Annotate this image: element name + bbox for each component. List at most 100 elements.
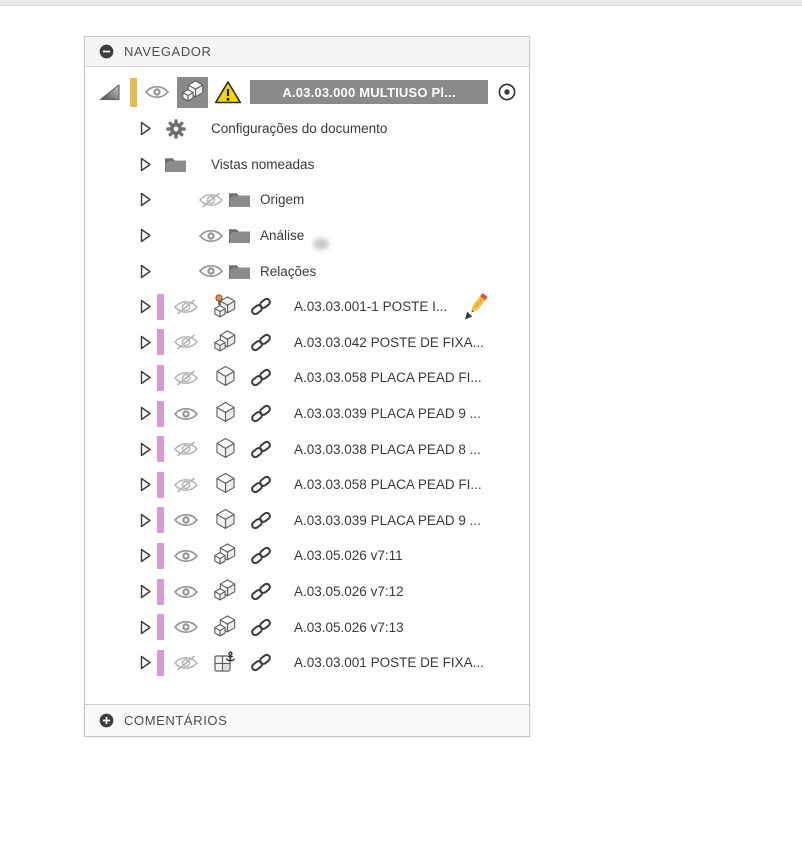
visibility-toggle-eye-icon[interactable] bbox=[173, 618, 199, 636]
component-color-bar bbox=[157, 507, 164, 534]
component-color-bar bbox=[157, 542, 164, 569]
visibility-toggle-eye-icon[interactable] bbox=[173, 654, 199, 672]
tree-item-label[interactable]: Configurações do documento bbox=[211, 121, 388, 137]
component-color-bar bbox=[157, 400, 164, 427]
expand-arrow-icon[interactable] bbox=[137, 476, 154, 493]
link-icon bbox=[249, 581, 273, 602]
tree-item-row[interactable]: A.03.03.039 PLACA PEAD 9 ... bbox=[85, 396, 529, 432]
expand-arrow-icon[interactable] bbox=[137, 619, 154, 636]
tree-item-row[interactable]: Análise bbox=[85, 218, 529, 254]
expand-arrow-icon[interactable] bbox=[137, 156, 154, 173]
tree-item-row[interactable]: A.03.03.038 PLACA PEAD 8 ... bbox=[85, 431, 529, 467]
tree-item-label[interactable]: A.03.03.039 PLACA PEAD 9 ... bbox=[294, 512, 481, 528]
visibility-toggle-eye-icon[interactable] bbox=[173, 405, 199, 423]
expand-arrow-icon[interactable] bbox=[137, 547, 154, 564]
tree-item-row[interactable]: Origem bbox=[85, 182, 529, 218]
warning-icon[interactable] bbox=[214, 80, 242, 105]
visibility-toggle-eye-icon[interactable] bbox=[173, 440, 199, 458]
tree-item-label[interactable]: A.03.05.026 v7:12 bbox=[294, 584, 404, 600]
component-color-bar bbox=[157, 649, 164, 676]
root-visibility-eye-icon[interactable] bbox=[143, 83, 170, 101]
visibility-toggle-eye-icon[interactable] bbox=[173, 333, 199, 351]
expand-arrow-icon[interactable] bbox=[137, 654, 154, 671]
component-icon bbox=[211, 543, 239, 568]
tree-item-row[interactable]: A.03.05.026 v7:11 bbox=[85, 538, 529, 574]
link-icon bbox=[249, 296, 273, 317]
folder-icon bbox=[227, 191, 251, 208]
tree-item-row[interactable]: A.03.05.026 v7:12 bbox=[85, 574, 529, 610]
tree-item-label[interactable]: Análise bbox=[260, 228, 305, 244]
body-icon bbox=[211, 401, 239, 426]
toolbar-bottom-edge bbox=[0, 0, 802, 6]
tree-item-label[interactable]: A.03.03.058 PLACA PEAD FI... bbox=[294, 477, 482, 493]
tree-item-row[interactable]: Vistas nomeadas bbox=[85, 147, 529, 183]
tree-item-label[interactable]: A.03.03.042 POSTE DE FIXA... bbox=[294, 334, 484, 350]
tree-item-label[interactable]: Vistas nomeadas bbox=[211, 156, 315, 172]
component-icon bbox=[211, 330, 239, 355]
visibility-toggle-eye-icon[interactable] bbox=[173, 583, 199, 601]
visibility-toggle-eye-icon[interactable] bbox=[198, 262, 224, 280]
root-expanded-arrow-icon[interactable] bbox=[97, 80, 123, 104]
visibility-toggle-eye-icon[interactable] bbox=[198, 227, 224, 245]
edit-in-place-pencil-icon[interactable] bbox=[461, 292, 491, 321]
component-color-bar bbox=[157, 436, 164, 463]
visibility-toggle-eye-icon[interactable] bbox=[173, 511, 199, 529]
expand-arrow-icon[interactable] bbox=[137, 298, 154, 315]
root-component-row[interactable]: A.03.03.000 MULTIUSO Pl... bbox=[85, 73, 529, 111]
link-icon bbox=[249, 439, 273, 460]
visibility-toggle-eye-icon[interactable] bbox=[198, 191, 224, 209]
tree-item-row[interactable]: A.03.03.001-1 POSTE I... bbox=[85, 289, 529, 325]
gear-icon bbox=[162, 118, 189, 140]
tree-item-row[interactable]: A.03.05.026 v7:13 bbox=[85, 609, 529, 645]
tree-item-row[interactable]: A.03.03.039 PLACA PEAD 9 ... bbox=[85, 503, 529, 539]
expand-arrow-icon[interactable] bbox=[137, 120, 154, 137]
tree-item-label[interactable]: Origem bbox=[260, 192, 305, 208]
expand-arrow-icon[interactable] bbox=[137, 583, 154, 600]
tree-item-label[interactable]: A.03.03.039 PLACA PEAD 9 ... bbox=[294, 406, 481, 422]
tree-item-label[interactable]: A.03.03.001-1 POSTE I... bbox=[294, 299, 448, 315]
tree-item-row[interactable]: Relações bbox=[85, 253, 529, 289]
folder-icon bbox=[162, 156, 189, 173]
body-icon bbox=[211, 365, 239, 390]
folder-icon bbox=[227, 227, 251, 244]
tree-item-label[interactable]: A.03.03.001 POSTE DE FIXA... bbox=[294, 655, 484, 671]
component-grounded-icon bbox=[211, 650, 239, 675]
expand-arrow-icon[interactable] bbox=[137, 369, 154, 386]
component-icon bbox=[211, 579, 239, 604]
expand-arrow-icon[interactable] bbox=[137, 263, 154, 280]
expand-arrow-icon[interactable] bbox=[137, 512, 154, 529]
cursor-smudge bbox=[313, 238, 329, 250]
root-label[interactable]: A.03.03.000 MULTIUSO Pl... bbox=[250, 80, 488, 104]
collapse-minus-icon[interactable] bbox=[98, 44, 114, 60]
link-icon bbox=[249, 474, 273, 495]
link-icon bbox=[249, 652, 273, 673]
visibility-toggle-eye-icon[interactable] bbox=[173, 476, 199, 494]
tree-item-label[interactable]: Relações bbox=[260, 263, 317, 279]
expand-arrow-icon[interactable] bbox=[137, 334, 154, 351]
browser-panel: NAVEGADOR A.03.03.000 MULTIUSO Pl... Con… bbox=[84, 36, 530, 737]
tree-item-label[interactable]: A.03.05.026 v7:13 bbox=[294, 619, 404, 635]
visibility-toggle-eye-icon[interactable] bbox=[173, 369, 199, 387]
tree-item-label[interactable]: A.03.05.026 v7:11 bbox=[294, 548, 403, 564]
visibility-toggle-eye-icon[interactable] bbox=[173, 547, 199, 565]
tree-item-row[interactable]: A.03.03.001 POSTE DE FIXA... bbox=[85, 645, 529, 681]
comments-bar: COMENTÁRIOS bbox=[85, 704, 529, 736]
tree-item-label[interactable]: A.03.03.038 PLACA PEAD 8 ... bbox=[294, 441, 481, 457]
tree-item-row[interactable]: A.03.03.058 PLACA PEAD FI... bbox=[85, 467, 529, 503]
activate-component-radio[interactable] bbox=[496, 81, 518, 103]
link-icon bbox=[249, 545, 273, 566]
tree-item-label[interactable]: A.03.03.058 PLACA PEAD FI... bbox=[294, 370, 482, 386]
link-icon bbox=[249, 403, 273, 424]
tree-item-row[interactable]: A.03.03.042 POSTE DE FIXA... bbox=[85, 325, 529, 361]
tree-item-row[interactable]: Configurações do documento bbox=[85, 111, 529, 147]
folder-icon bbox=[227, 263, 251, 280]
link-icon bbox=[249, 332, 273, 353]
body-icon bbox=[211, 437, 239, 462]
expand-plus-icon[interactable] bbox=[98, 713, 114, 729]
expand-arrow-icon[interactable] bbox=[137, 441, 154, 458]
expand-arrow-icon[interactable] bbox=[137, 227, 154, 244]
expand-arrow-icon[interactable] bbox=[137, 191, 154, 208]
visibility-toggle-eye-icon[interactable] bbox=[173, 298, 199, 316]
expand-arrow-icon[interactable] bbox=[137, 405, 154, 422]
tree-item-row[interactable]: A.03.03.058 PLACA PEAD FI... bbox=[85, 360, 529, 396]
